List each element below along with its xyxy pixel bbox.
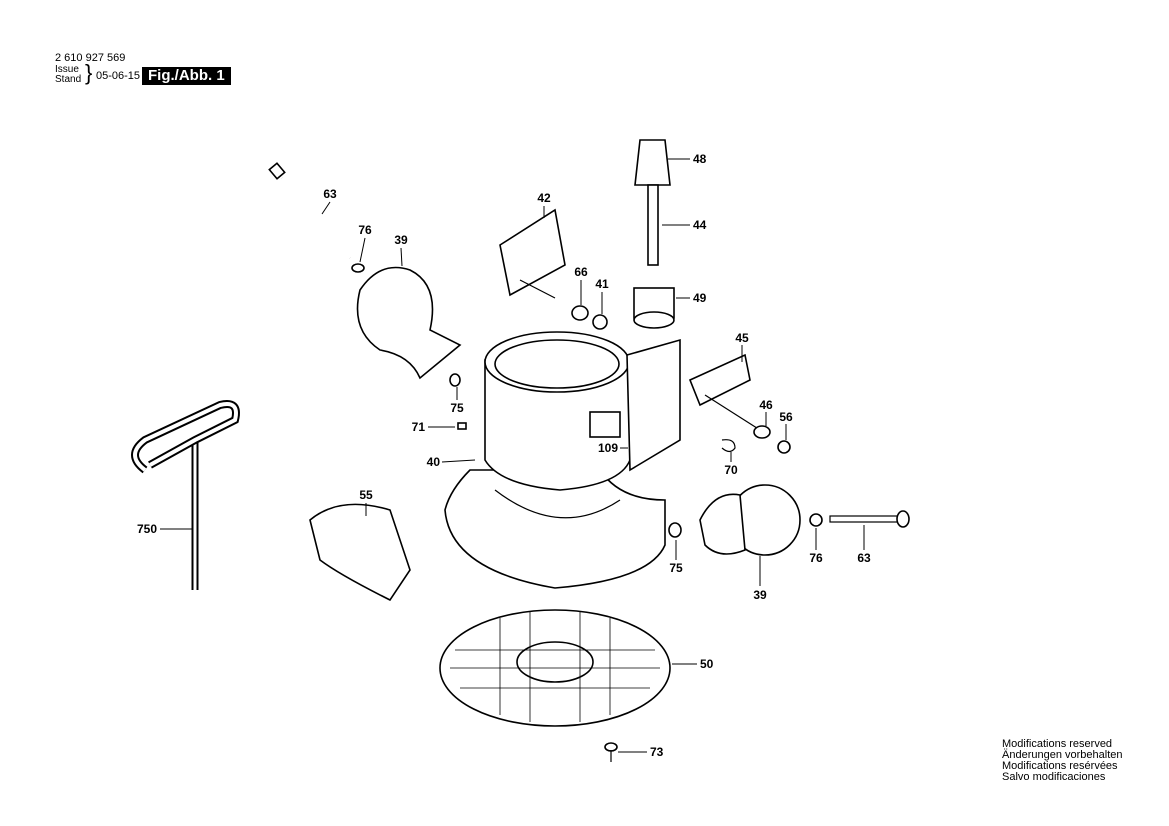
callout-42: 42 — [537, 191, 551, 205]
leader-lines — [160, 158, 865, 753]
callout-45: 45 — [735, 331, 749, 345]
hex-key-750 — [131, 400, 240, 590]
cap-56 — [777, 440, 791, 454]
callout-50: 50 — [700, 657, 714, 671]
callout-75: 75 — [669, 561, 683, 575]
figure-label: Fig./Abb. 1 — [142, 67, 231, 85]
callout-66: 66 — [574, 265, 588, 279]
chip-shield-55 — [309, 503, 411, 602]
callout-76: 76 — [358, 223, 372, 237]
callout-750: 750 — [137, 522, 157, 536]
depth-rod-48-44 — [634, 139, 671, 266]
washer-66 — [571, 305, 589, 321]
modifications-notice: Modifications reserved Änderungen vorbeh… — [1002, 739, 1122, 783]
callout-44: 44 — [693, 218, 707, 232]
callout-39: 39 — [753, 588, 767, 602]
callout-40: 40 — [427, 455, 441, 469]
knob-39-left — [356, 266, 462, 380]
notice-line: Salvo modificaciones — [1002, 771, 1106, 783]
callout-63: 63 — [857, 551, 871, 565]
clamp-42 — [499, 208, 566, 299]
bolt-63-right — [829, 510, 910, 528]
notice-line: Änderungen vorbehalten — [1002, 749, 1123, 761]
callout-70: 70 — [724, 463, 738, 477]
base-plate-50 — [439, 609, 671, 727]
document-number: 2 610 927 569 — [55, 52, 126, 64]
router-base-40 — [444, 331, 681, 589]
notice-line: Modifications reserved — [1002, 738, 1113, 750]
callout-73: 73 — [650, 745, 664, 759]
bolt-63-left — [268, 162, 352, 259]
callout-76: 76 — [809, 551, 823, 565]
screw-73 — [604, 742, 618, 762]
washer-76-left — [351, 263, 365, 273]
notice-line: Modifications resérvées — [1002, 760, 1118, 772]
bracket-45 — [688, 353, 761, 431]
callout-39: 39 — [394, 233, 408, 247]
issue-label: Issue — [55, 64, 79, 75]
issue-date: 05-06-15 — [96, 70, 141, 82]
callout-109: 109 — [598, 441, 618, 455]
spring-46 — [753, 425, 771, 439]
callout-71: 71 — [412, 420, 426, 434]
nut-49 — [633, 287, 675, 329]
nut-41 — [592, 314, 608, 330]
callout-55: 55 — [359, 488, 373, 502]
callout-56: 56 — [779, 410, 793, 424]
callout-41: 41 — [595, 277, 609, 291]
clip-70 — [721, 439, 736, 453]
washer-75-left — [449, 373, 461, 387]
callout-49: 49 — [693, 291, 707, 305]
washer-75-right — [668, 522, 682, 538]
callout-63: 63 — [323, 187, 337, 201]
brace: } — [85, 60, 93, 85]
washer-76-right — [809, 513, 823, 527]
pin-71 — [457, 422, 467, 430]
stand-label: Stand — [55, 74, 82, 85]
knob-39-right — [699, 484, 801, 556]
callout-48: 48 — [693, 152, 707, 166]
callout-46: 46 — [759, 398, 773, 412]
callout-75: 75 — [450, 401, 464, 415]
